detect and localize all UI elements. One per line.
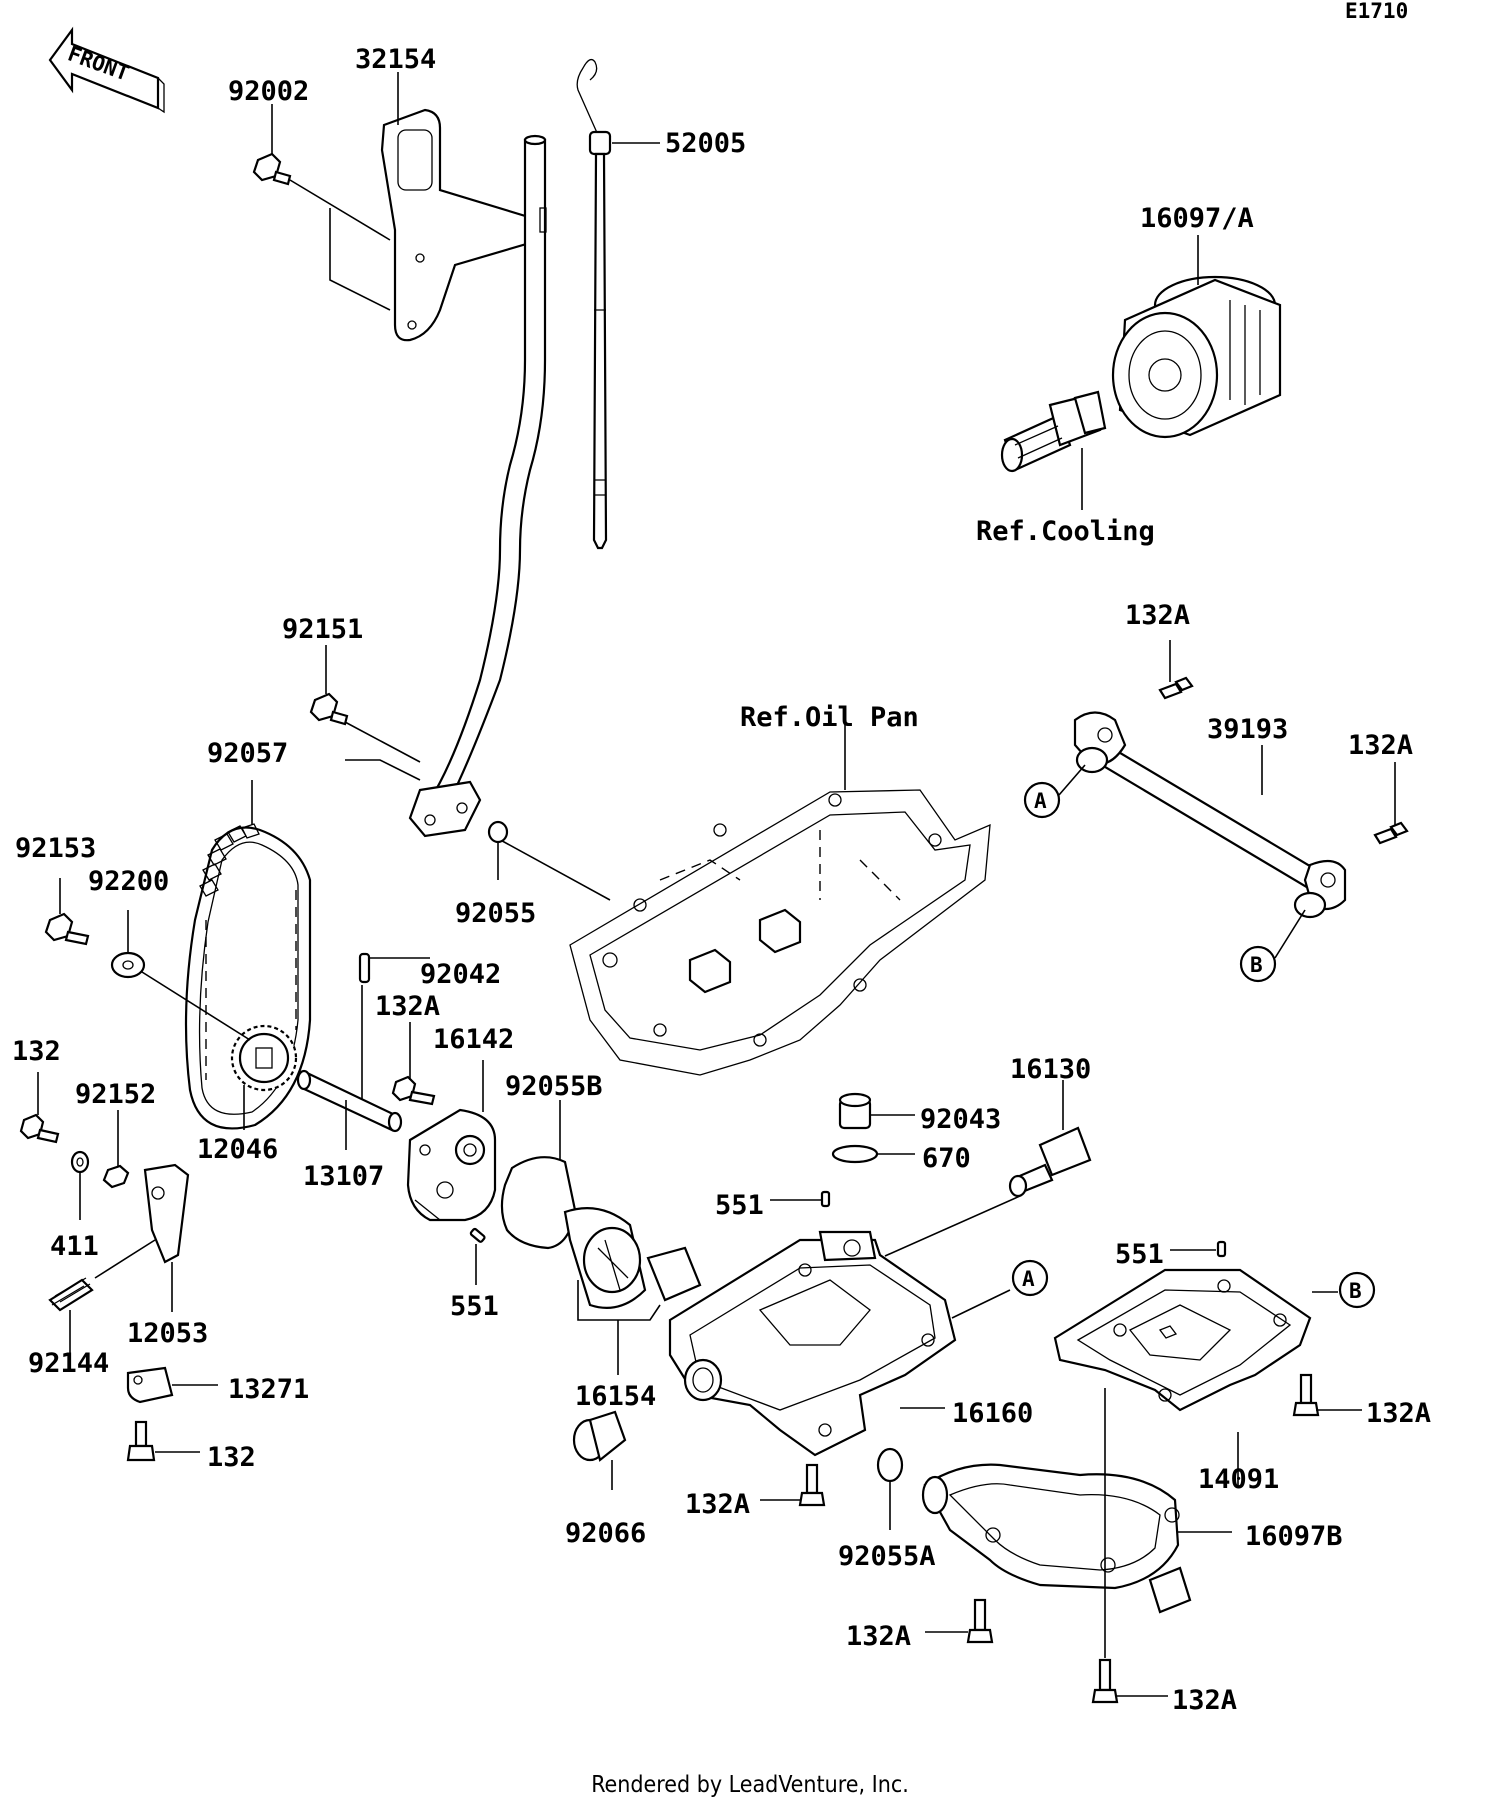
render-credit: Rendered by LeadVenture, Inc. xyxy=(591,1772,909,1798)
bolt-132-bottom xyxy=(126,1420,156,1462)
label-16097B: 16097B xyxy=(1245,1521,1343,1552)
bolt-132A-bottom xyxy=(1091,1658,1119,1704)
diagram-code: E1710 xyxy=(1345,0,1408,23)
o-ring-92055A xyxy=(876,1447,904,1483)
label-132A-mid: 132A xyxy=(685,1489,750,1520)
label-16097A: 16097/A xyxy=(1140,203,1254,234)
label-52005: 52005 xyxy=(665,128,746,159)
label-ref-oil-pan: Ref.Oil Pan xyxy=(740,702,919,733)
label-16160: 16160 xyxy=(952,1398,1033,1429)
washer-92200 xyxy=(110,951,146,979)
plate-13271 xyxy=(126,1366,174,1404)
label-132A-right: 132A xyxy=(1366,1398,1431,1429)
gasket-92055B xyxy=(500,1156,577,1250)
label-92043: 92043 xyxy=(920,1104,1001,1135)
label-13271: 13271 xyxy=(228,1374,309,1405)
strainer-16097B xyxy=(921,1463,1192,1614)
bolt-132A-right xyxy=(1292,1373,1320,1417)
sprocket-12046 xyxy=(230,1024,298,1092)
pin-92042 xyxy=(358,952,371,984)
label-92055A: 92055A xyxy=(838,1541,936,1572)
svg-text:A: A xyxy=(1034,789,1047,813)
label-551-right: 551 xyxy=(1115,1239,1164,1270)
label-132A-low: 132A xyxy=(846,1621,911,1652)
callout-b-bottom: B xyxy=(1338,1271,1376,1309)
label-39193: 39193 xyxy=(1207,714,1288,745)
pin-551-pump xyxy=(469,1227,486,1243)
label-ref-cooling: Ref.Cooling xyxy=(976,516,1155,547)
label-132-bottom: 132 xyxy=(207,1442,256,1473)
oil-pan-ref xyxy=(569,789,991,1076)
oil-pump-body-16160 xyxy=(668,1230,957,1457)
oil-pump-16142 xyxy=(406,1108,497,1222)
pipe-39193 xyxy=(1073,711,1347,919)
dipstick-tube xyxy=(408,134,547,838)
label-551-top: 551 xyxy=(715,1190,764,1221)
label-92057: 92057 xyxy=(207,738,288,769)
guide-12053 xyxy=(143,1163,190,1264)
o-ring-92055 xyxy=(487,820,509,844)
nut-92152 xyxy=(102,1164,130,1189)
svg-text:B: B xyxy=(1349,1279,1362,1303)
pin-551-top xyxy=(820,1190,831,1208)
bolt-132A-pump xyxy=(391,1075,436,1106)
label-132A-pump: 132A xyxy=(375,991,440,1022)
label-551-pump: 551 xyxy=(450,1291,499,1322)
callout-a-bottom: A xyxy=(1011,1259,1049,1297)
svg-text:B: B xyxy=(1250,953,1263,977)
svg-text:A: A xyxy=(1022,1267,1035,1291)
label-670: 670 xyxy=(922,1143,971,1174)
label-92144: 92144 xyxy=(28,1348,109,1379)
cover-14091 xyxy=(1053,1268,1312,1412)
callout-b-top: B xyxy=(1239,945,1277,983)
bolt-92151 xyxy=(309,692,349,726)
label-14091: 14091 xyxy=(1198,1464,1279,1495)
label-92151: 92151 xyxy=(282,614,363,645)
bracket-32154 xyxy=(380,108,547,342)
oil-filter-16097A xyxy=(1111,275,1282,439)
spring-92144 xyxy=(48,1277,94,1312)
bolt-132A-mid xyxy=(798,1463,826,1507)
dipstick-52005 xyxy=(576,58,612,550)
label-92055B: 92055B xyxy=(505,1071,603,1102)
bushing-92043 xyxy=(838,1092,872,1130)
label-92153: 92153 xyxy=(15,833,96,864)
cooling-fitting xyxy=(1000,390,1107,473)
callout-a-top: A xyxy=(1023,781,1061,819)
label-92055: 92055 xyxy=(455,898,536,929)
label-92152: 92152 xyxy=(75,1079,156,1110)
label-132: 132 xyxy=(12,1036,61,1067)
plug-92066 xyxy=(572,1410,627,1462)
label-132A-top: 132A xyxy=(1125,600,1190,631)
label-92002: 92002 xyxy=(228,76,309,107)
shaft-13107 xyxy=(296,1069,403,1133)
bolt-92153 xyxy=(44,912,90,946)
label-411: 411 xyxy=(50,1231,99,1262)
label-92200: 92200 xyxy=(88,866,169,897)
label-92066: 92066 xyxy=(565,1518,646,1549)
label-16130: 16130 xyxy=(1010,1054,1091,1085)
rotor-16154 xyxy=(563,1207,702,1309)
label-132A-bottom: 132A xyxy=(1172,1685,1237,1716)
bolt-132 xyxy=(19,1113,60,1144)
label-92042: 92042 xyxy=(420,959,501,990)
label-32154: 32154 xyxy=(355,44,436,75)
bolt-132A-right-top xyxy=(1373,821,1409,845)
label-12053: 12053 xyxy=(127,1318,208,1349)
label-12046: 12046 xyxy=(197,1134,278,1165)
front-arrow-icon: FRONT xyxy=(48,26,165,114)
bolt-92002 xyxy=(252,152,292,186)
relief-valve-16130 xyxy=(1008,1126,1092,1198)
washer-411 xyxy=(70,1150,90,1174)
label-13107: 13107 xyxy=(303,1161,384,1192)
label-16154: 16154 xyxy=(575,1381,656,1412)
bolt-132A-low xyxy=(966,1598,994,1644)
label-132A-top-right: 132A xyxy=(1348,730,1413,761)
o-ring-670 xyxy=(831,1144,879,1164)
pin-551-right xyxy=(1216,1240,1227,1258)
bolt-132A-top xyxy=(1158,676,1194,700)
label-16142: 16142 xyxy=(433,1024,514,1055)
